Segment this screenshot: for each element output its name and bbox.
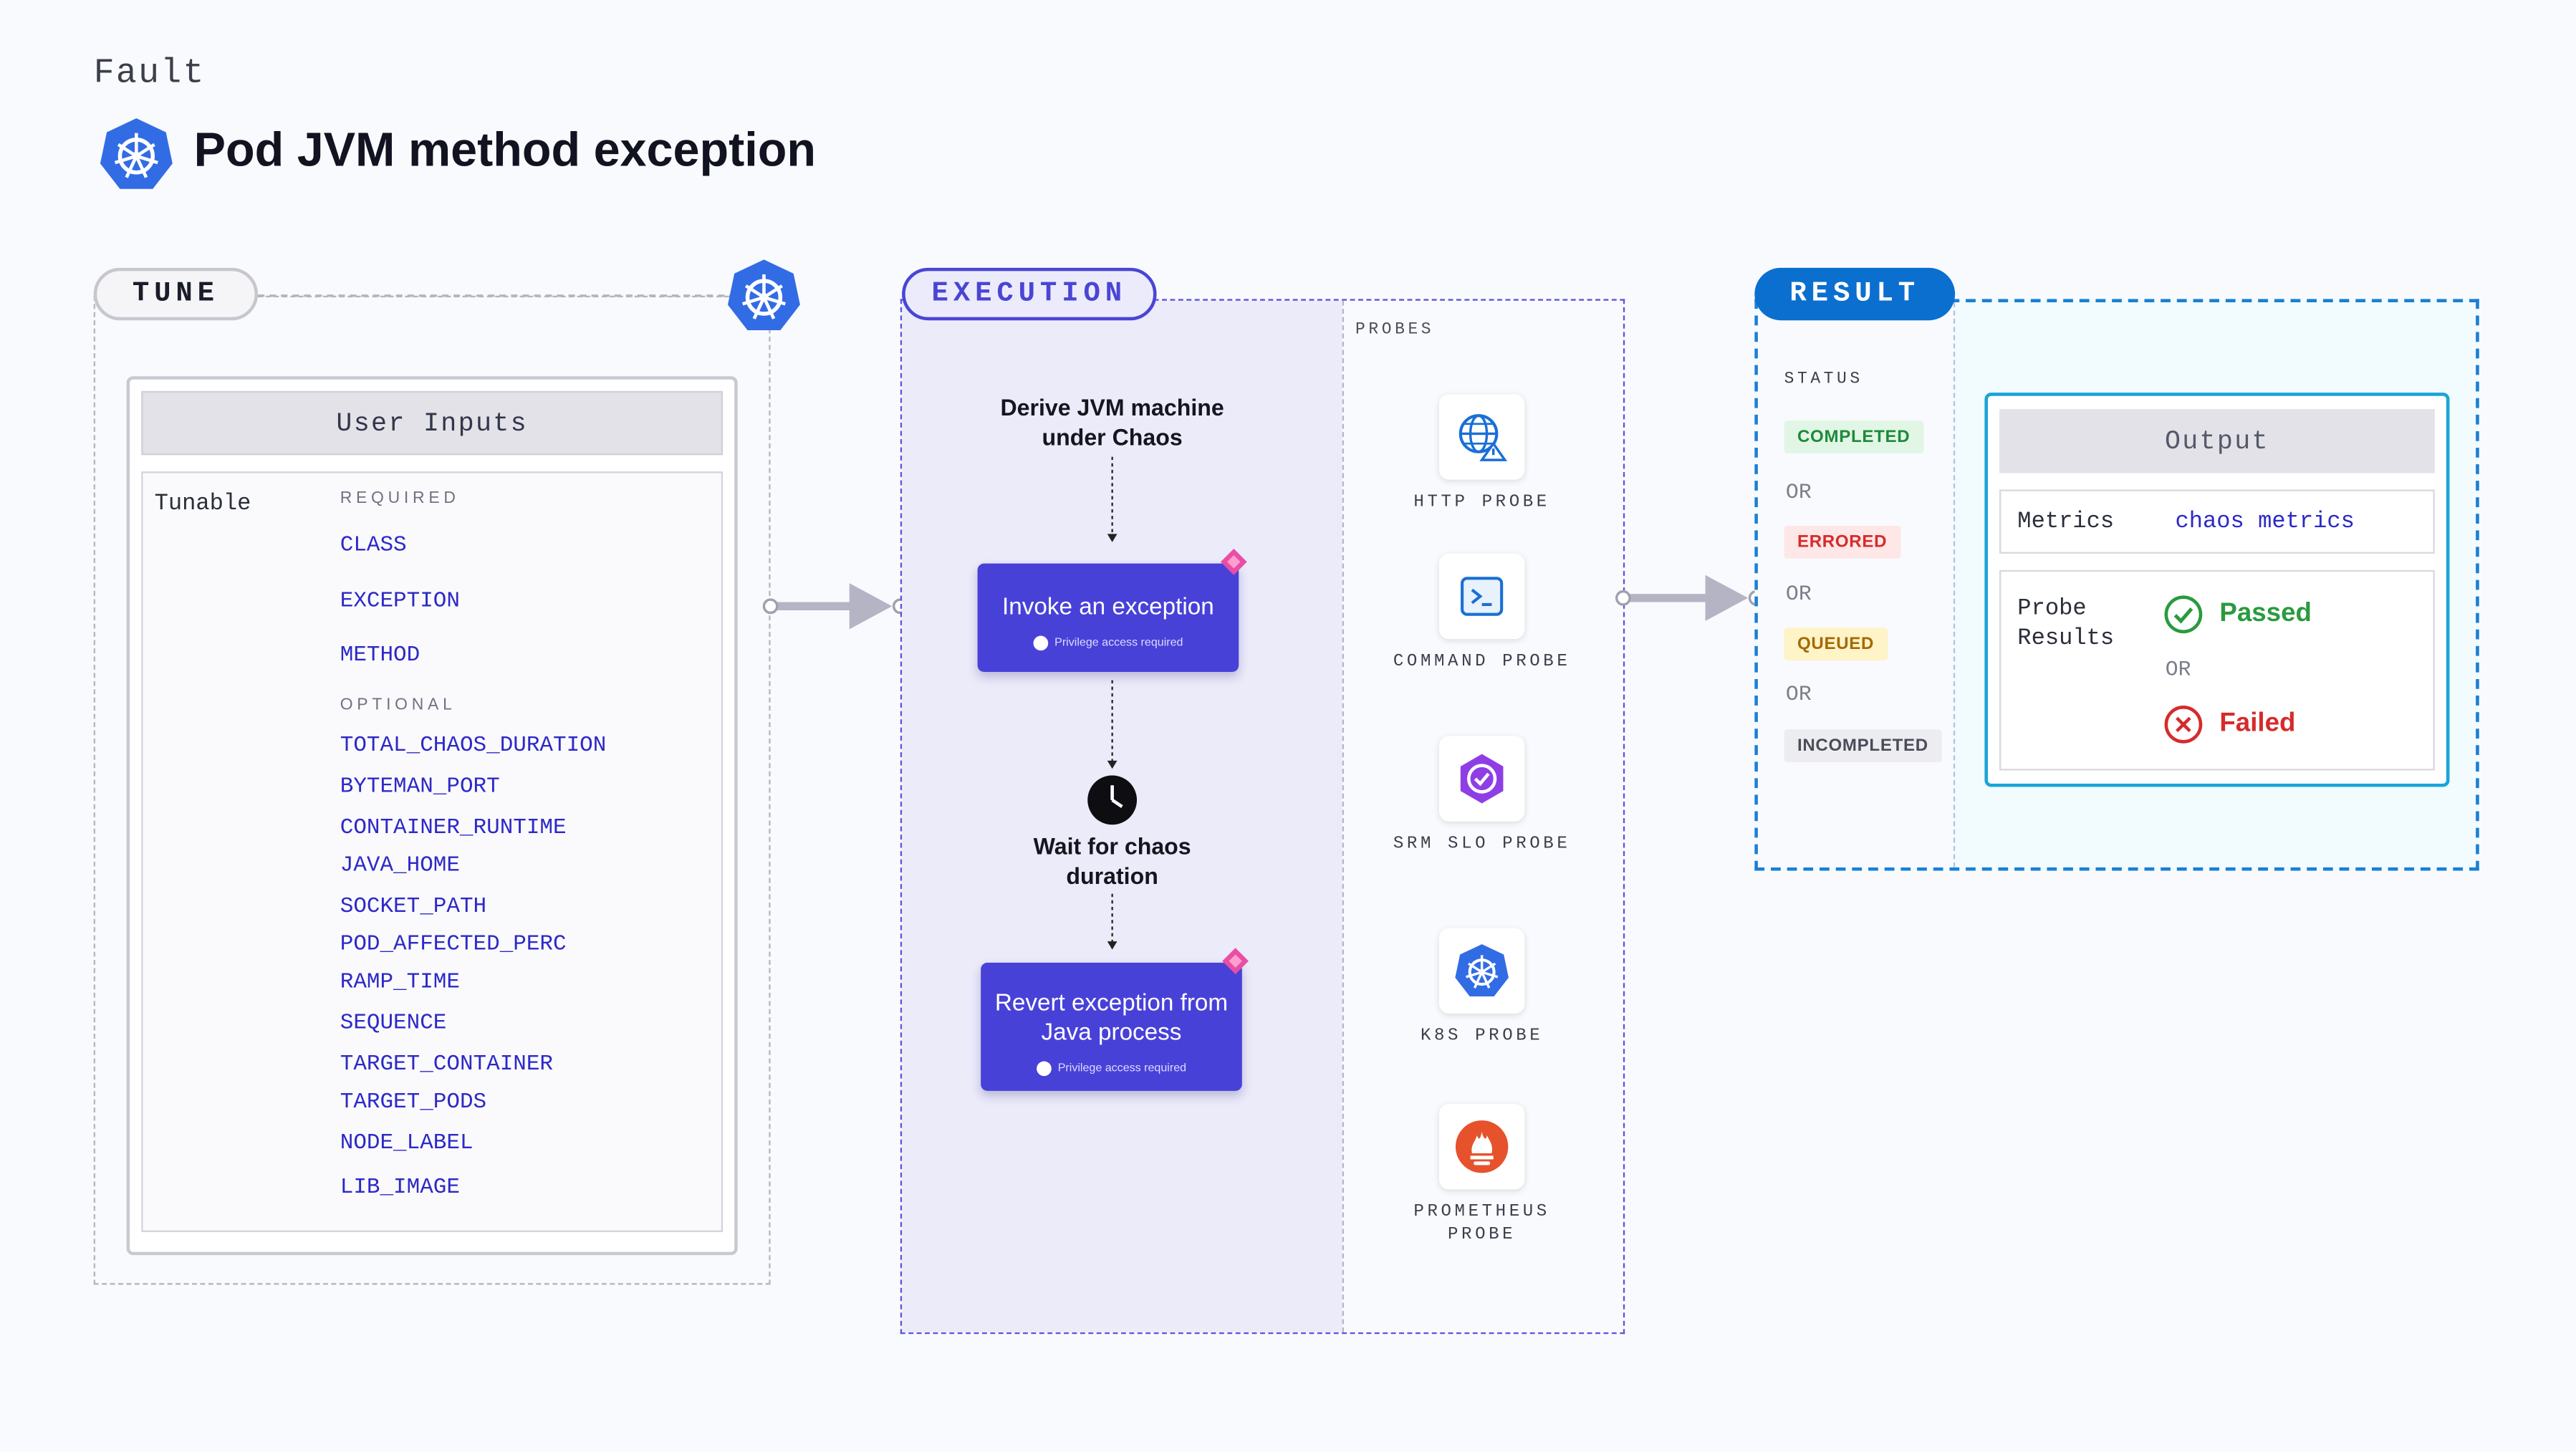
probe-results-row: [1999, 569, 2435, 771]
probe-results-label: Probe Results: [2017, 596, 2115, 653]
step-card-title: Invoke an exception: [1001, 595, 1214, 621]
result-pill: RESULT: [1754, 267, 1956, 321]
or-label: OR: [1785, 581, 1812, 607]
flow-arrow: [1615, 574, 1764, 621]
execution-section: [900, 299, 1625, 1335]
step-connector: [1107, 680, 1118, 769]
page-title: Pod JVM method exception: [193, 125, 817, 178]
category-label: Fault: [93, 55, 206, 94]
probe-label: SRM SLO PROBE: [1393, 835, 1571, 855]
passed-label: Passed: [2219, 600, 2312, 628]
probe-label: COMMAND PROBE: [1393, 652, 1571, 673]
lock-icon: [1036, 1061, 1052, 1077]
lock-icon: [1033, 635, 1048, 651]
metrics-label: Metrics: [2017, 509, 2115, 536]
param-optional: NODE_LABEL: [340, 1132, 474, 1157]
srm-icon: [1439, 736, 1525, 822]
param-optional: RAMP_TIME: [340, 971, 460, 996]
or-label: OR: [1785, 681, 1812, 707]
tunable-label: Tunable: [154, 491, 251, 518]
kubernetes-icon: [1439, 928, 1525, 1014]
status-tag: STATUS: [1784, 371, 1863, 390]
param-optional: SOCKET_PATH: [340, 895, 487, 920]
user-inputs-body: [141, 471, 724, 1233]
failed-label: Failed: [2219, 709, 2296, 738]
step-invoke-exception: Invoke an exception Privilege access req…: [977, 563, 1239, 673]
x-circle-icon: [2164, 706, 2203, 744]
execution-divider: [1342, 300, 1345, 1332]
clock-icon: [1087, 775, 1138, 825]
privilege-note: Privilege access required: [978, 635, 1239, 651]
chaos-badge-icon: [1220, 548, 1247, 575]
user-inputs-title: User Inputs: [141, 390, 724, 456]
param-optional: LIB_IMAGE: [340, 1176, 460, 1201]
step-connector: [1107, 456, 1118, 542]
param-optional: TARGET_PODS: [340, 1090, 487, 1116]
param-optional: SEQUENCE: [340, 1011, 447, 1037]
execution-pill: EXECUTION: [902, 267, 1157, 321]
tune-pill: TUNE: [93, 267, 259, 321]
tune-connector-line: [258, 294, 735, 297]
metrics-row: [1999, 489, 2435, 554]
chaos-badge-icon: [1222, 948, 1249, 974]
probes-tag: PROBES: [1355, 322, 1435, 340]
status-column: [1757, 302, 1956, 867]
metrics-value: chaos metrics: [2175, 509, 2355, 536]
terminal-icon: [1439, 553, 1525, 640]
status-badge-completed: COMPLETED: [1784, 420, 1923, 453]
param-optional: TOTAL_CHAOS_DURATION: [340, 734, 607, 759]
step-connector: [1107, 893, 1118, 950]
param-optional: TARGET_CONTAINER: [340, 1053, 554, 1078]
check-circle-icon: [2164, 595, 2203, 634]
required-tag: REQUIRED: [340, 489, 460, 508]
prometheus-icon: [1439, 1104, 1525, 1190]
param-required: METHOD: [340, 644, 420, 669]
param-optional: BYTEMAN_PORT: [340, 775, 500, 800]
param-optional: CONTAINER_RUNTIME: [340, 816, 567, 842]
or-label: OR: [2165, 657, 2191, 682]
kubernetes-icon: [726, 258, 802, 342]
step-derive-jvm: Derive JVM machine under Chaos: [1000, 394, 1224, 451]
param-required: CLASS: [340, 534, 407, 559]
step-card-title: Revert exception from Java process: [994, 990, 1229, 1047]
output-title: Output: [1999, 409, 2435, 473]
probe-label: PROMETHEUS PROBE: [1413, 1202, 1550, 1246]
privilege-note: Privilege access required: [981, 1061, 1242, 1077]
globe-icon: [1439, 394, 1525, 480]
param-required: EXCEPTION: [340, 590, 460, 615]
step-revert-exception: Revert exception from Java process Privi…: [981, 962, 1242, 1091]
probe-label: HTTP PROBE: [1413, 493, 1550, 513]
or-label: OR: [1785, 479, 1812, 505]
status-badge-queued: QUEUED: [1784, 628, 1888, 660]
optional-tag: OPTIONAL: [340, 696, 456, 715]
status-badge-errored: ERRORED: [1784, 525, 1900, 559]
param-optional: JAVA_HOME: [340, 854, 460, 879]
status-badge-incompleted: INCOMPLETED: [1784, 729, 1942, 763]
probe-label: K8S PROBE: [1420, 1027, 1544, 1047]
param-optional: POD_AFFECTED_PERC: [340, 933, 567, 958]
kubernetes-icon: [99, 117, 174, 201]
flow-arrow: [762, 583, 908, 630]
step-wait-duration: Wait for chaos duration: [1033, 832, 1191, 889]
